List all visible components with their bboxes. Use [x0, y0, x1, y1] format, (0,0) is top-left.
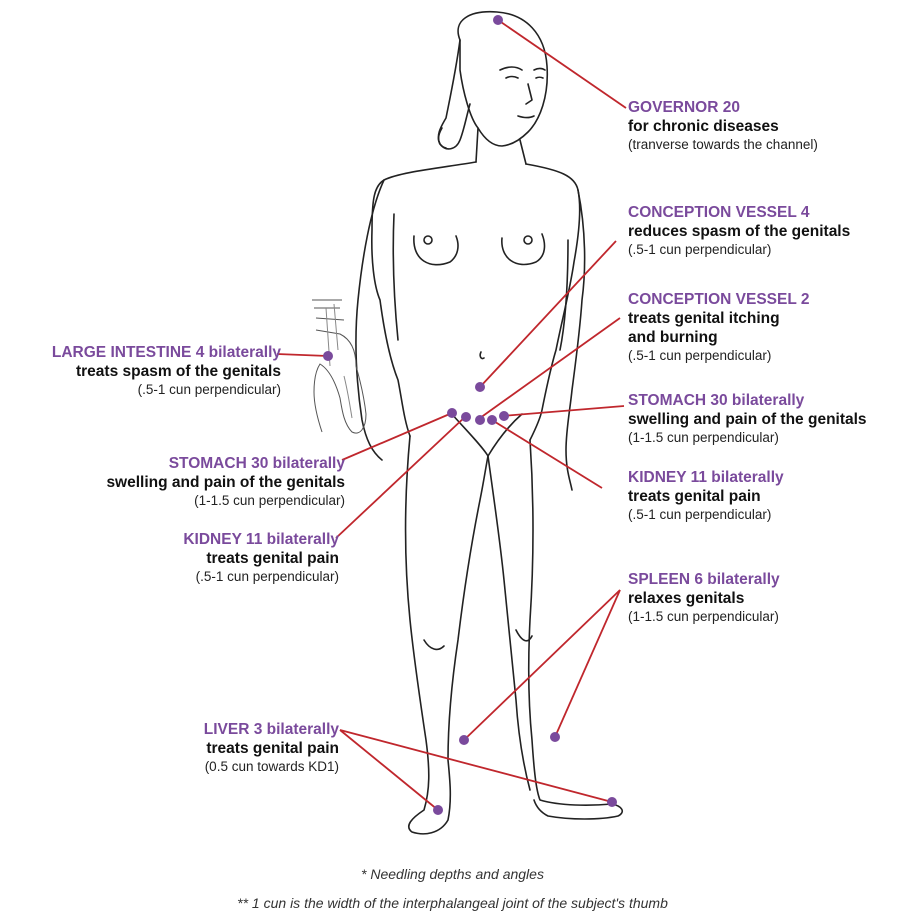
point-name: LIVER 3 bilaterally [204, 720, 339, 739]
point-depth: (1-1.5 cun perpendicular) [628, 429, 867, 447]
point-lv3-right [607, 797, 617, 807]
leader-line-li4 [277, 354, 328, 356]
leader-line-st30-right [502, 406, 624, 416]
point-name: STOMACH 30 bilaterally [628, 391, 867, 410]
point-depth: (1-1.5 cun perpendicular) [106, 492, 345, 510]
point-depth: (.5-1 cun perpendicular) [628, 347, 809, 365]
point-kd11-right [487, 415, 497, 425]
point-use: relaxes genitals [628, 589, 780, 608]
point-cv4 [475, 382, 485, 392]
leader-line-gv20 [498, 20, 626, 108]
point-use: treats genital pain [628, 487, 784, 506]
label-kidney-11-left: KIDNEY 11 bilaterally treats genital pai… [183, 530, 339, 586]
point-depth: (.5-1 cun perpendicular) [628, 506, 784, 524]
footnote-cun: ** 1 cun is the width of the interphalan… [0, 895, 905, 911]
point-use-cont: and burning [628, 328, 809, 347]
leader-line-cv2 [480, 318, 620, 418]
label-stomach-30-right: STOMACH 30 bilaterally swelling and pain… [628, 391, 867, 447]
point-use: treats genital pain [183, 549, 339, 568]
footnote-depths: * Needling depths and angles [0, 866, 905, 882]
leader-line-sp6-b [555, 590, 620, 737]
point-lv3-left [433, 805, 443, 815]
point-use: swelling and pain of the genitals [106, 473, 345, 492]
point-depth: (1-1.5 cun perpendicular) [628, 608, 780, 626]
point-st30-left [447, 408, 457, 418]
point-name: CONCEPTION VESSEL 4 [628, 203, 850, 222]
leader-line-lv3-a [340, 730, 438, 810]
point-name: LARGE INTESTINE 4 bilaterally [52, 343, 281, 362]
point-name: KIDNEY 11 bilaterally [183, 530, 339, 549]
point-name: SPLEEN 6 bilaterally [628, 570, 780, 589]
point-use: treats genital pain [204, 739, 339, 758]
label-kidney-11-right: KIDNEY 11 bilaterally treats genital pai… [628, 468, 784, 524]
leader-line-kd11-right [492, 420, 602, 488]
label-governor-20: GOVERNOR 20 for chronic diseases (tranve… [628, 98, 818, 154]
point-gv20 [493, 15, 503, 25]
label-conception-vessel-4: CONCEPTION VESSEL 4 reduces spasm of the… [628, 203, 850, 259]
leader-line-st30-left [342, 413, 452, 460]
leader-line-cv4 [480, 241, 616, 387]
point-cv2 [475, 415, 485, 425]
point-name: GOVERNOR 20 [628, 98, 818, 117]
point-name: CONCEPTION VESSEL 2 [628, 290, 809, 309]
leader-line-lv3-b [340, 730, 612, 802]
point-use: for chronic diseases [628, 117, 818, 136]
point-use: reduces spasm of the genitals [628, 222, 850, 241]
point-li4 [323, 351, 333, 361]
label-stomach-30-left: STOMACH 30 bilaterally swelling and pain… [106, 454, 345, 510]
label-liver-3: LIVER 3 bilaterally treats genital pain … [204, 720, 339, 776]
point-use: swelling and pain of the genitals [628, 410, 867, 429]
point-depth: (.5-1 cun perpendicular) [628, 241, 850, 259]
point-kd11-left [461, 412, 471, 422]
leader-line-sp6-a [464, 590, 620, 740]
point-st30-right [499, 411, 509, 421]
label-large-intestine-4: LARGE INTESTINE 4 bilaterally treats spa… [52, 343, 281, 399]
label-conception-vessel-2: CONCEPTION VESSEL 2 treats genital itchi… [628, 290, 809, 365]
point-depth: (.5-1 cun perpendicular) [183, 568, 339, 586]
point-name: STOMACH 30 bilaterally [106, 454, 345, 473]
point-depth: (.5-1 cun perpendicular) [52, 381, 281, 399]
point-depth: (0.5 cun towards KD1) [204, 758, 339, 776]
point-sp6-left [459, 735, 469, 745]
point-sp6-right [550, 732, 560, 742]
point-use: treats spasm of the genitals [52, 362, 281, 381]
point-name: KIDNEY 11 bilaterally [628, 468, 784, 487]
point-use: treats genital itching [628, 309, 809, 328]
point-depth: (tranverse towards the channel) [628, 136, 818, 154]
label-spleen-6: SPLEEN 6 bilaterally relaxes genitals (1… [628, 570, 780, 626]
